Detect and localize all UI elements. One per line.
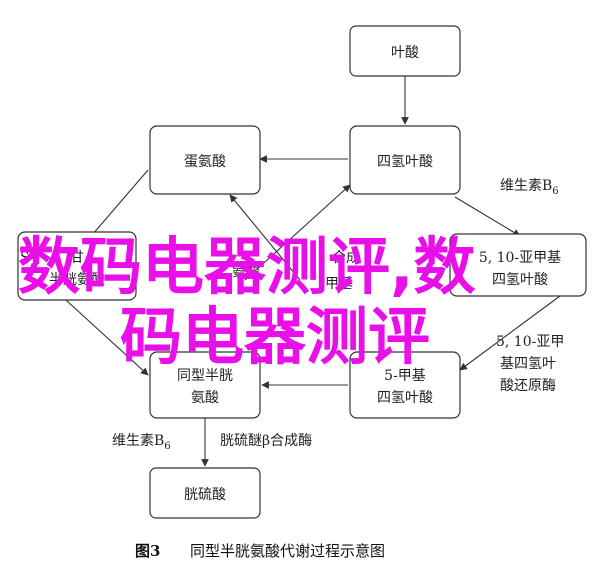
label-partial-center3: 甲基 — [325, 275, 353, 292]
edge-thf-methylene — [454, 196, 521, 237]
node-dimethylglycine-line1: 甘 — [70, 250, 84, 266]
node-methyl-thf-line2: 四氢叶酸 — [377, 390, 433, 406]
edge-methylene-methylthf — [459, 295, 561, 371]
node-serine-label: 蛋氨酸 — [184, 154, 226, 170]
node-methylene-thf-line1: 5, 10-亚甲基 — [479, 249, 561, 266]
watermark-line1: 数码电器测评,数 — [18, 230, 476, 303]
label-partial-center: 氨酸 — [232, 264, 260, 280]
label-b6-right-sub: 6 — [552, 186, 558, 197]
label-b6-bottom-main: 维生素B — [112, 433, 164, 449]
node-cystathionine: 胱硫酸 — [149, 467, 261, 519]
caption-title: 同型半胱氨酸代谢过程示意图 — [190, 542, 385, 560]
label-reductase-line1: 5, 10-亚甲 — [496, 334, 564, 350]
label-b6-bottom: 维生素B6 — [112, 433, 171, 452]
label-b6-bottom-sub: 6 — [164, 441, 170, 452]
node-thf: 四氢叶酸 — [349, 125, 461, 195]
label-b6-right-main: 维生素B — [500, 178, 552, 194]
node-folate: 叶酸 — [349, 25, 461, 77]
label-reductase-line3: 酸还原酶 — [500, 378, 556, 394]
node-methylene-thf: 5, 10-亚甲基 四氢叶酸 — [449, 233, 587, 297]
node-methylene-thf-line2: 四氢叶酸 — [492, 272, 548, 288]
edge-dimethyl-homocysteine — [54, 289, 149, 376]
edge-center-thf — [244, 184, 351, 281]
caption-fig-number: 图3 — [135, 542, 160, 560]
node-thf-label: 四氢叶酸 — [377, 154, 433, 170]
edge-center-serine — [229, 194, 301, 281]
node-methyl-thf: 5-甲基 四氢叶酸 — [349, 351, 461, 419]
node-homocysteine-line2: 氨酸 — [191, 390, 219, 406]
node-dimethylglycine-line2: 半胱氨酸 — [49, 272, 105, 288]
label-reductase-line2: 基四氢叶 — [500, 355, 556, 372]
node-methyl-thf-line1: 5-甲基 — [384, 367, 426, 384]
label-partial-left-top: S- — [20, 250, 35, 266]
label-partial-center2: 合成 — [332, 250, 360, 266]
node-cystathionine-label: 胱硫酸 — [184, 487, 226, 503]
node-serine: 蛋氨酸 — [149, 125, 261, 195]
node-dimethylglycine: 甘 半胱氨酸 — [17, 231, 137, 301]
watermark-line2: 码电器测评 — [120, 300, 430, 373]
node-homocysteine: 同型半胱 氨酸 — [149, 351, 261, 419]
label-cbs: 胱硫醚β合成酶 — [220, 433, 312, 449]
node-folate-label: 叶酸 — [391, 45, 419, 61]
label-b6-right: 维生素B6 — [500, 178, 559, 197]
node-homocysteine-line1: 同型半胱 — [177, 368, 233, 384]
